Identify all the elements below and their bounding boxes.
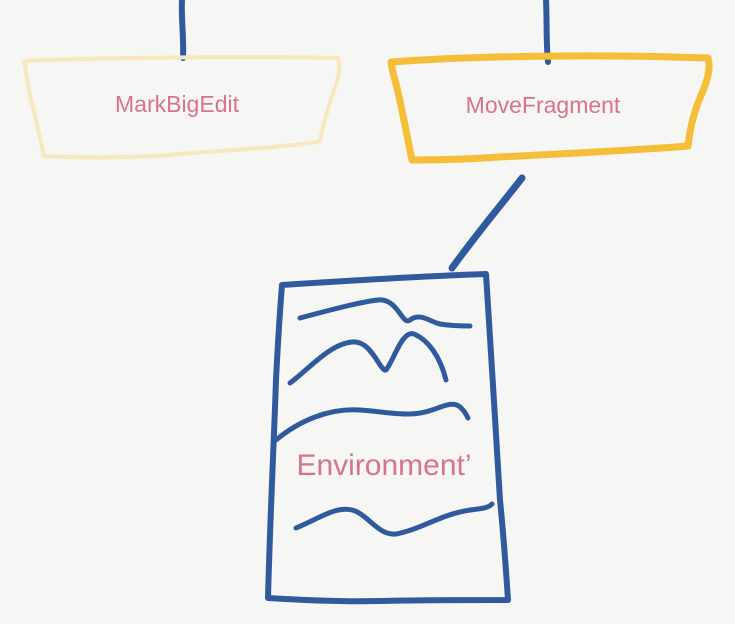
squiggle-line-1 [297, 297, 473, 329]
edge-top-to-markbigedit [178, 0, 187, 61]
squiggle-line-4 [293, 501, 495, 537]
squiggle-line-3 [273, 401, 471, 443]
node-environment: Environment’ [265, 271, 511, 605]
node-markbigedit-shape [22, 55, 342, 160]
node-movefragment: MoveFragment [387, 52, 713, 164]
node-environment-label: Environment’ [296, 449, 471, 482]
node-movefragment-label: MoveFragment [466, 92, 621, 118]
node-markbigedit: MarkBigEdit [22, 55, 342, 160]
edge-movefragment-to-environment [448, 174, 526, 272]
node-movefragment-shape [387, 52, 713, 164]
node-markbigedit-label: MarkBigEdit [115, 91, 240, 117]
node-environment-shape [265, 271, 511, 605]
squiggle-line-2 [287, 331, 449, 386]
